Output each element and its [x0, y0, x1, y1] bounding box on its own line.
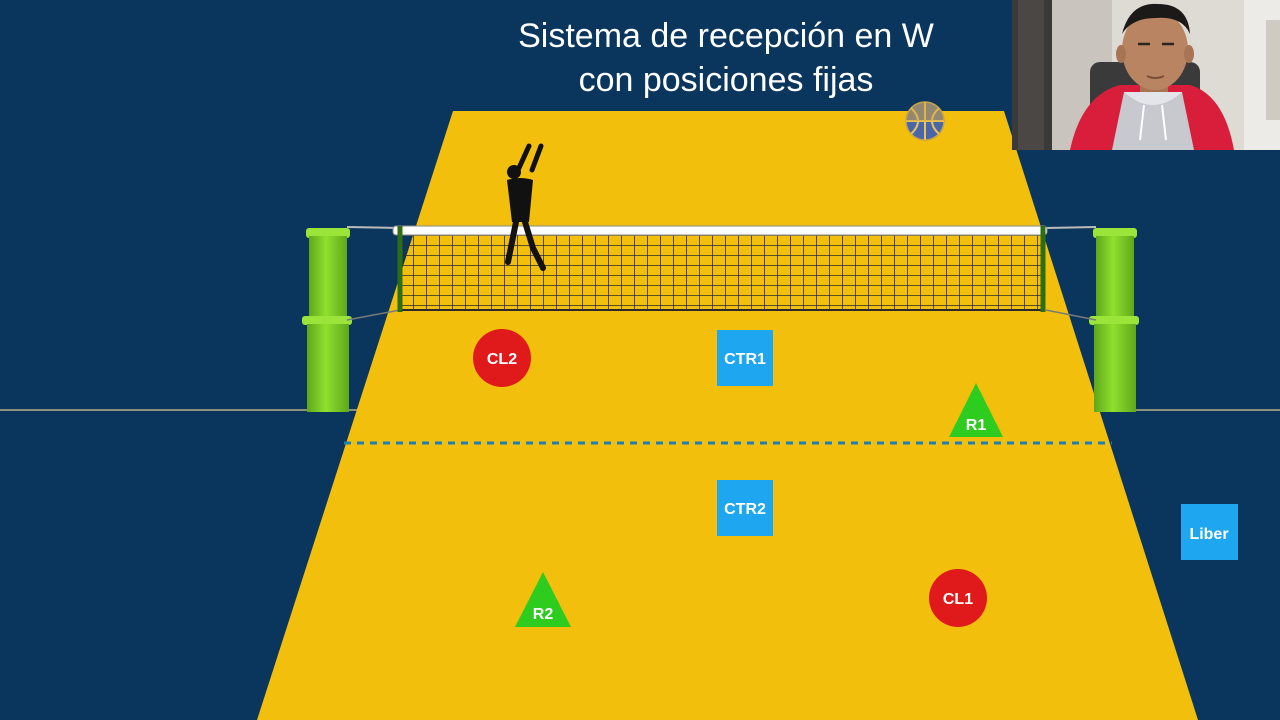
volleyball-icon [905, 101, 945, 141]
player-cl2-label: CL2 [487, 351, 517, 368]
player-r2-label: R2 [533, 606, 554, 623]
volleyball-court [257, 111, 1198, 720]
player-ctr2-label: CTR2 [724, 501, 766, 518]
player-r1-label: R1 [966, 417, 987, 434]
player-liber: Liber [1181, 504, 1238, 560]
player-cl2: CL2 [473, 329, 531, 387]
server-silhouette-icon [505, 143, 546, 271]
player-r1: R1 [949, 383, 1003, 437]
volleyball-net-icon [392, 225, 1048, 312]
player-ctr2: CTR2 [717, 480, 773, 536]
webcam-presenter-video [1012, 0, 1280, 150]
slide-title-line-1: Sistema de recepción en W [518, 17, 934, 55]
slide-title: Sistema de recepción en W con posiciones… [470, 14, 982, 102]
player-ctr1-label: CTR1 [724, 351, 766, 368]
player-liber-label: Liber [1189, 526, 1228, 543]
slide-title-line-2: con posiciones fijas [578, 61, 874, 99]
right-net-post [1089, 228, 1139, 412]
player-ctr1: CTR1 [717, 330, 773, 386]
left-net-post [302, 228, 352, 412]
player-cl1: CL1 [929, 569, 987, 627]
player-cl1-label: CL1 [943, 591, 973, 608]
player-r2: R2 [515, 572, 571, 627]
